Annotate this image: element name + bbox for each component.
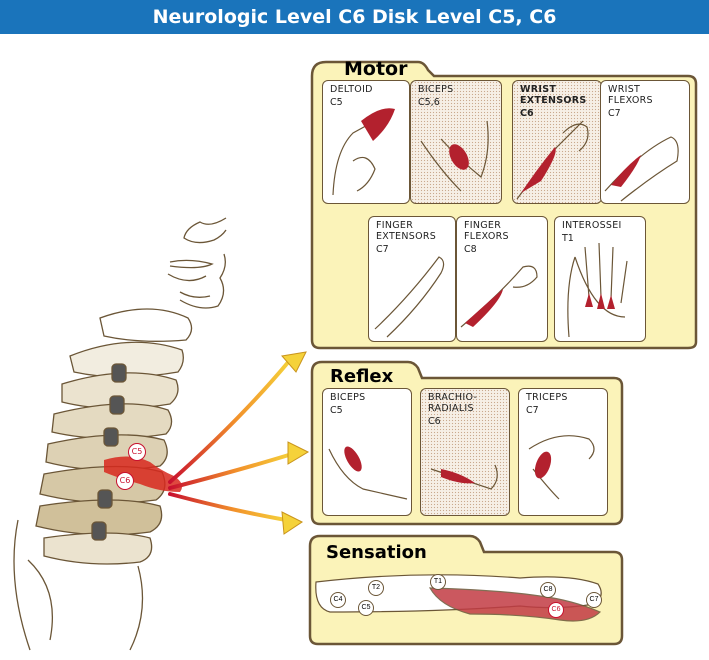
arrows — [168, 358, 294, 522]
c6-nerve-root — [104, 456, 182, 492]
spine-label-c6: C6 — [116, 472, 134, 490]
dermatome-c4: C4 — [330, 592, 346, 608]
wrist-flexors-illustration — [604, 136, 679, 202]
motor-card-finger-flexors: FINGER FLEXORS C8 — [456, 216, 548, 342]
cervical-spine — [13, 308, 193, 651]
arrow-head-reflex — [287, 441, 310, 465]
dermatome-t2: T2 — [368, 580, 384, 596]
finger-extensors-illustration — [374, 256, 445, 338]
motor-title: Motor — [344, 58, 408, 80]
arrow-head-motor — [281, 351, 307, 373]
motor-card-finger-extensors: FINGER EXTENSORS C7 — [368, 216, 456, 342]
reflex-brachioradialis-illustration — [430, 464, 498, 490]
arrow-head-sensation — [281, 511, 303, 535]
wrist-extensors-illustration — [516, 120, 589, 200]
motor-card-deltoid: DELTOID C5 — [322, 80, 410, 204]
deltoid-illustration — [332, 108, 395, 196]
finger-flexors-illustration — [460, 265, 538, 328]
dermatome-c8: C8 — [540, 582, 556, 598]
sensation-title: Sensation — [326, 542, 427, 563]
dermatome-c7: C7 — [586, 592, 602, 608]
reflex-title: Reflex — [330, 366, 394, 387]
reflex-biceps-illustration — [328, 446, 408, 500]
reflex-triceps-illustration — [528, 435, 595, 500]
interossei-illustration — [567, 242, 628, 338]
reflex-card-brachioradialis: BRACHIO- RADIALIS C6 — [420, 388, 510, 516]
motor-card-interossei: INTEROSSEI T1 — [554, 216, 646, 342]
face-outline — [167, 217, 227, 309]
motor-card-biceps: BICEPS C5,6 — [410, 80, 502, 204]
dermatome-c6: C6 — [548, 602, 564, 618]
reflex-card-biceps: BICEPS C5 — [322, 388, 412, 516]
motor-card-wrist-flexors: WRIST FLEXORS C7 — [600, 80, 690, 204]
page-title: Neurologic Level C6 Disk Level C5, C6 — [0, 0, 709, 34]
dermatome-c5: C5 — [358, 600, 374, 616]
reflex-card-triceps: TRICEPS C7 — [518, 388, 608, 516]
dermatome-t1: T1 — [430, 574, 446, 590]
biceps-illustration — [420, 120, 489, 192]
spine-label-c5: C5 — [128, 443, 146, 461]
motor-card-wrist-extensors: WRIST EXTENSORS C6 — [512, 80, 602, 204]
